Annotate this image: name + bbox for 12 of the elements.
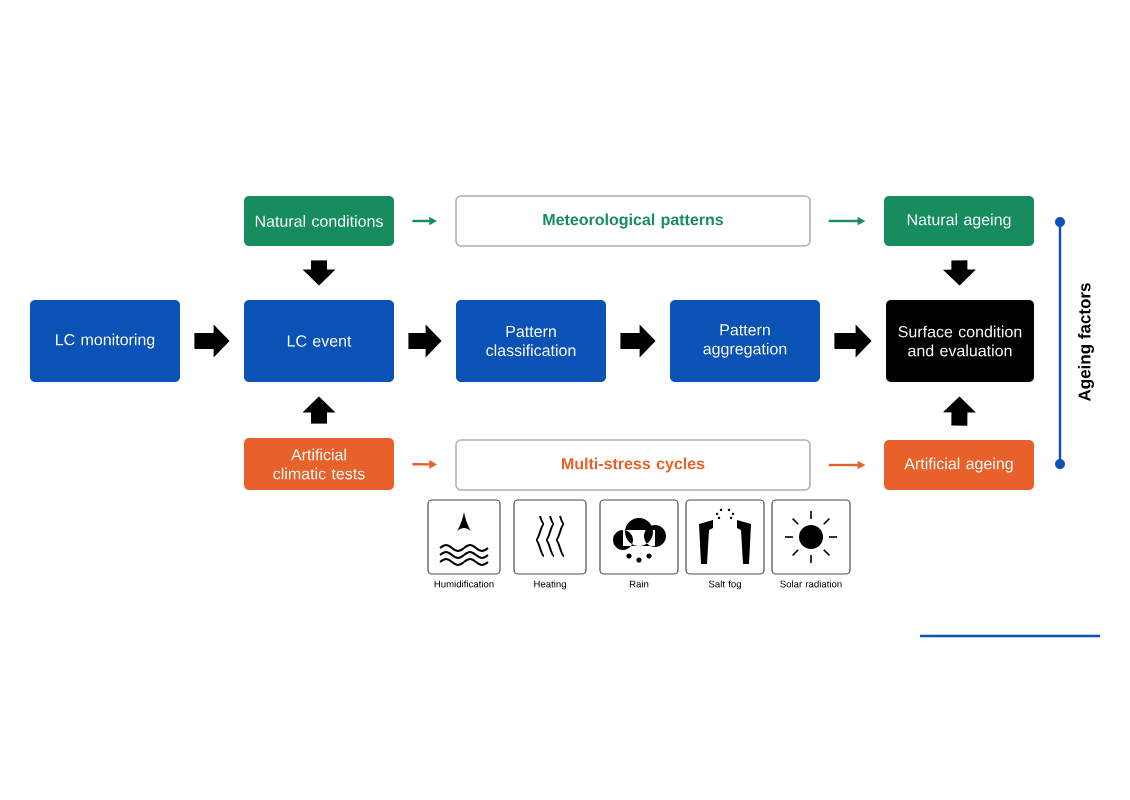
process-box: Artificial ageing bbox=[884, 440, 1034, 490]
evaluation-box: Surface condition and evaluation bbox=[886, 300, 1034, 382]
process-box: LC event bbox=[244, 300, 394, 382]
process-box: LC monitoring bbox=[30, 300, 180, 382]
side-label: Ageing factors bbox=[1078, 283, 1094, 402]
process-box: Pattern aggregation bbox=[670, 300, 820, 382]
process-box: Natural ageing bbox=[884, 196, 1034, 246]
process-box: Natural conditions bbox=[244, 196, 394, 246]
pattern-box: Meteorological patterns bbox=[455, 195, 811, 247]
process-box: Artificial climatic tests bbox=[244, 438, 394, 490]
process-box: Pattern classification bbox=[456, 300, 606, 382]
pattern-box: Multi-stress cycles bbox=[455, 439, 811, 491]
